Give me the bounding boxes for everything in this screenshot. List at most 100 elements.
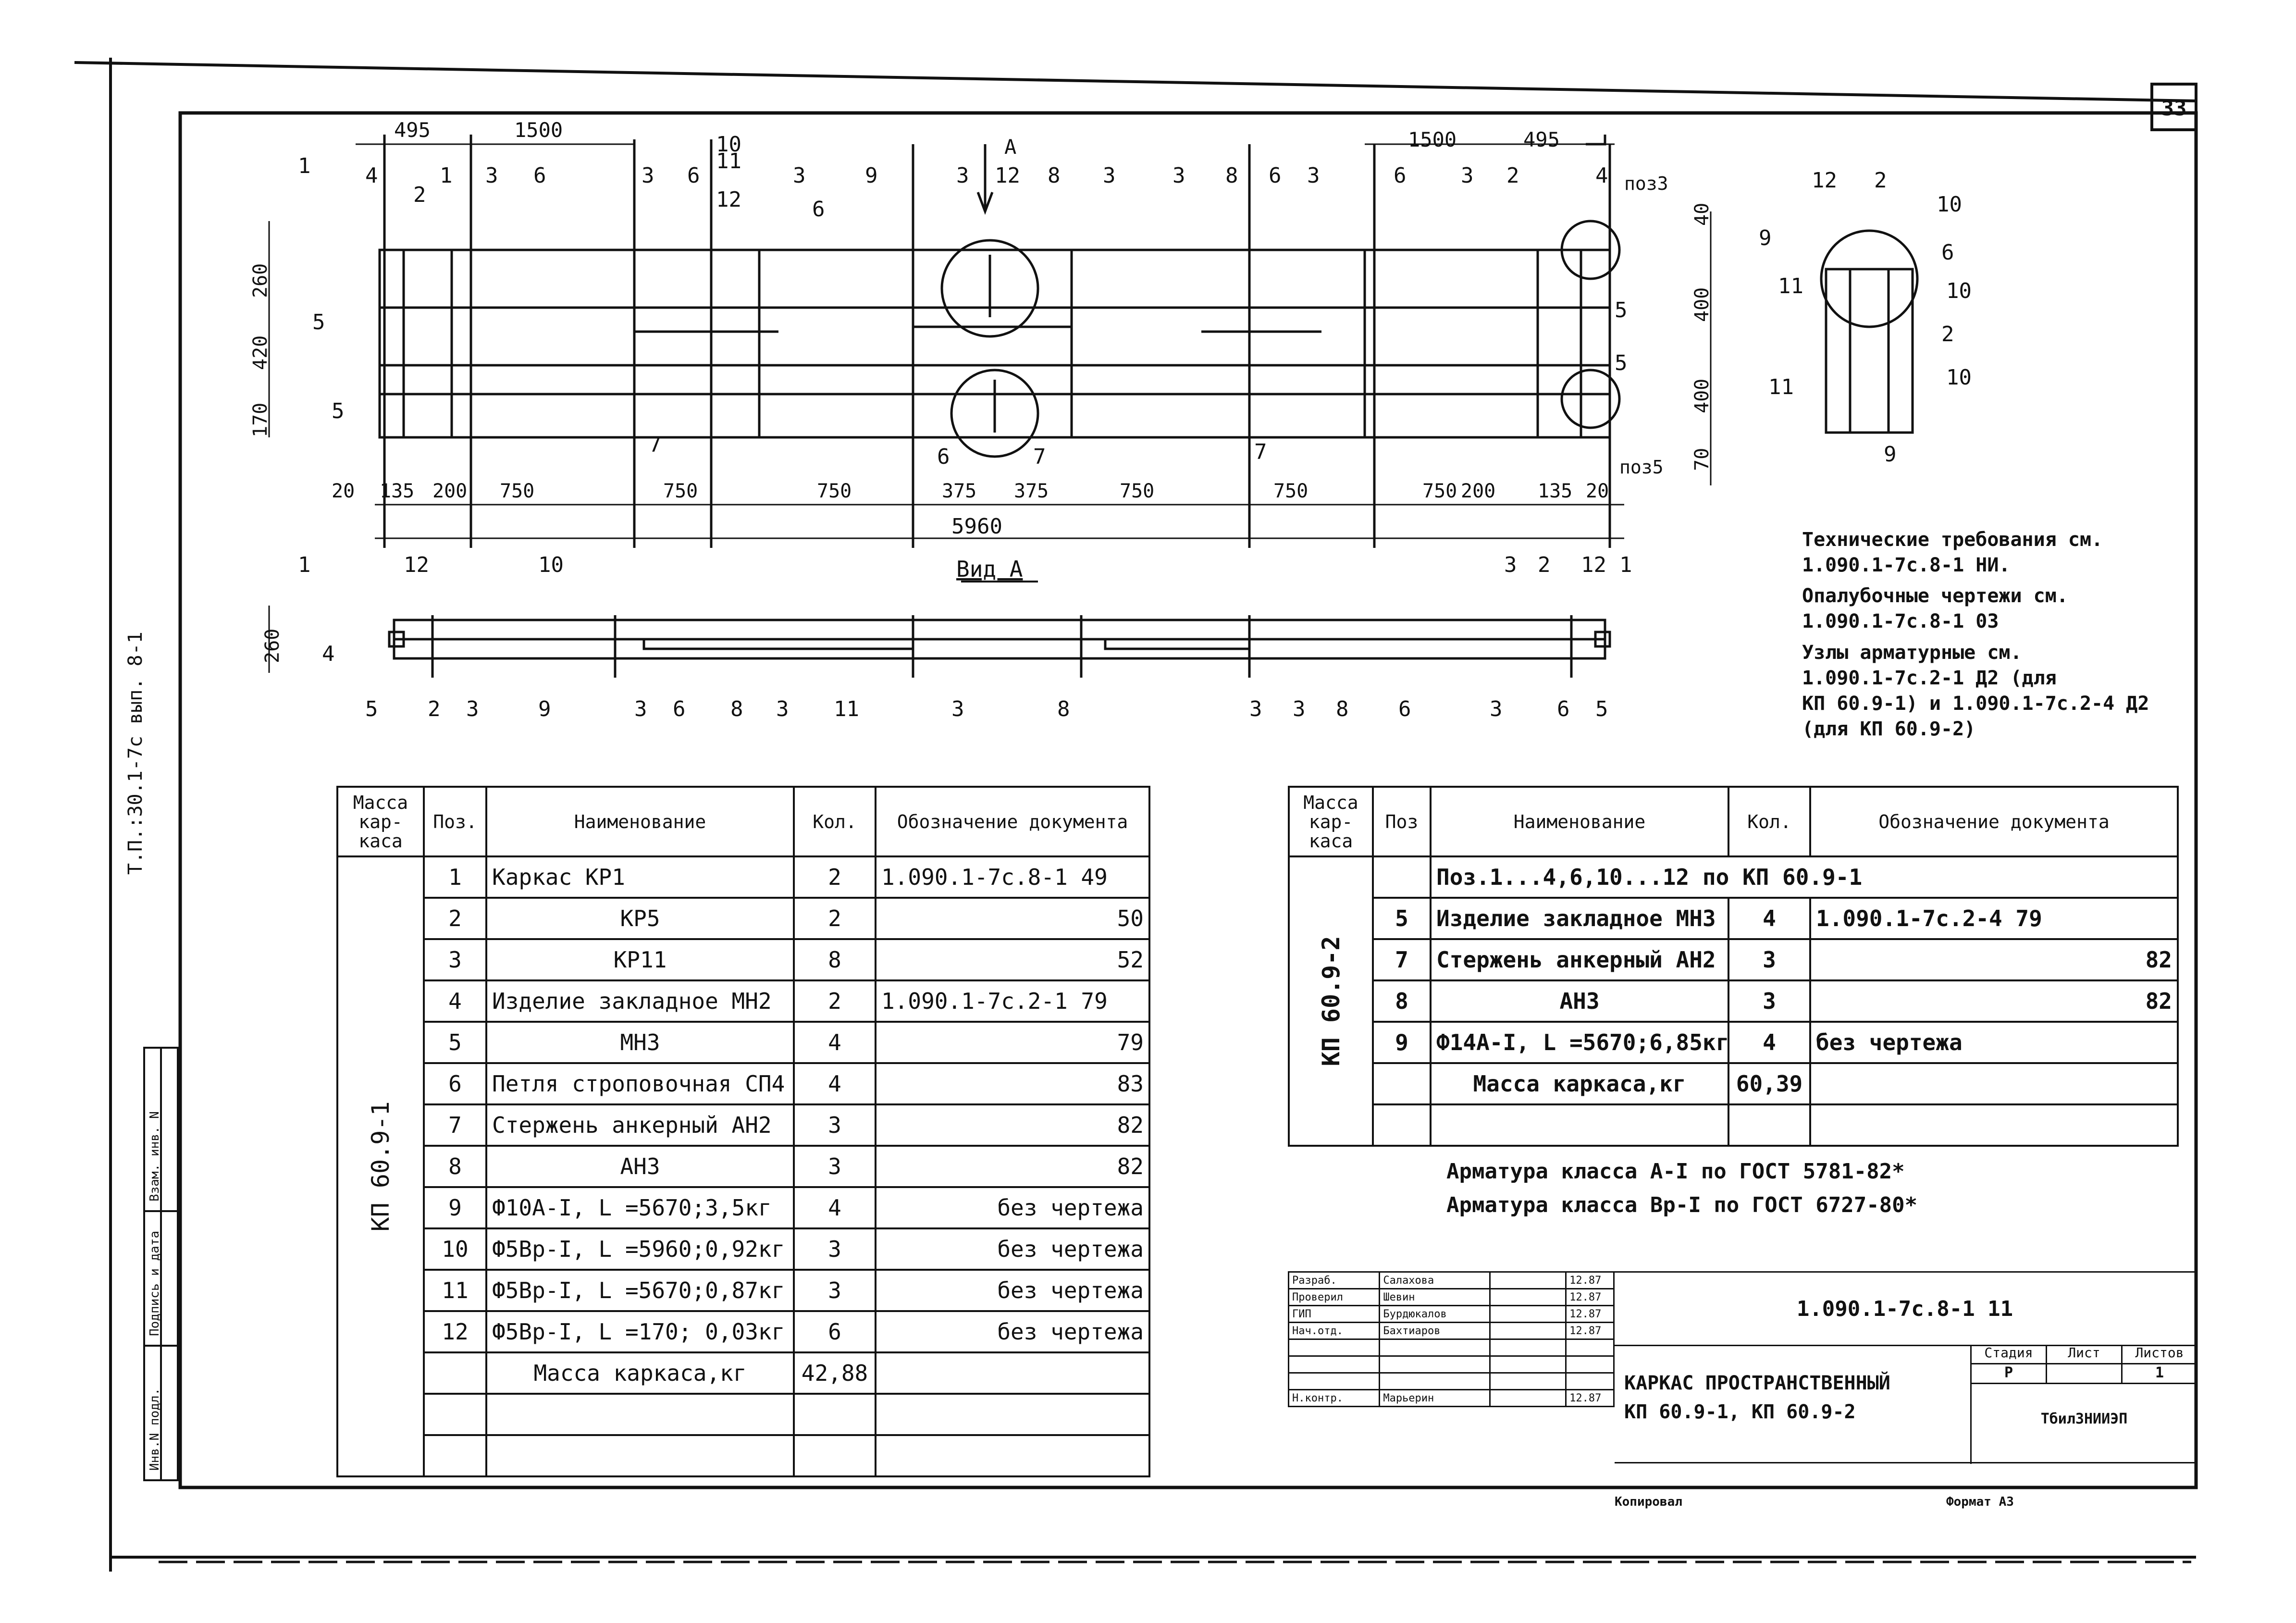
pos-cell: 9: [1372, 1021, 1432, 1064]
signature-cell: [1489, 1271, 1567, 1289]
pos-cell: 5: [1372, 897, 1432, 940]
doc-cell: без чертежа: [1809, 1021, 2179, 1064]
signature-row: [1287, 1338, 1615, 1357]
plan-pos-label: 5: [332, 399, 345, 423]
plan-right-dim-2: 400: [1691, 287, 1713, 322]
plan-pos-label: 12: [716, 187, 741, 212]
plan-left-dim-1: 260: [249, 263, 272, 298]
signature-cell: [1489, 1322, 1567, 1340]
plan-bottom-dim: 750: [1273, 480, 1308, 502]
plan-pos-label: 6: [687, 163, 700, 188]
stage-block: Стадия Лист Листов Р 1 ТбилЗНИИЭП: [1970, 1345, 2197, 1464]
document-code: 1.090.1-7с.8-1 11: [1615, 1273, 2195, 1346]
doc-cell: 79: [875, 1021, 1150, 1064]
view-a-pos-label: 5: [365, 697, 378, 721]
sheet-header: Лист: [2047, 1345, 2123, 1363]
name-cell: Изделие закладное МН2: [485, 979, 795, 1023]
qty-cell: 4: [1728, 1021, 1811, 1064]
mass-group-cell: КП 60.9-2: [1288, 855, 1374, 1147]
date-cell: [1565, 1355, 1615, 1374]
pos-cell: 8: [423, 1145, 487, 1188]
name-cell: [485, 1393, 795, 1436]
qty-cell: 3: [793, 1227, 876, 1271]
plan-pos-label: 7: [1033, 445, 1046, 469]
name-cell: [1379, 1372, 1491, 1390]
view-a-pos-label: 8: [1336, 697, 1349, 721]
view-a: [268, 581, 1611, 678]
plan-bottom-dim: 375: [1014, 480, 1049, 502]
pos-cell: 2: [423, 897, 487, 940]
plan-pos-label: 8: [1048, 163, 1061, 188]
doc-cell: 83: [875, 1062, 1150, 1105]
plan-pos-label: 11: [716, 149, 741, 173]
plan-pos-label: 4: [365, 163, 378, 188]
note-line-1: Технические требования см.: [1802, 529, 2103, 551]
col-header-doc: Обозначение документа: [875, 786, 1150, 857]
plan-pos-label: 5: [312, 310, 325, 335]
qty-cell: 4: [793, 1186, 876, 1229]
pos-cell: 4: [423, 979, 487, 1023]
footer-format: Формат А3: [1946, 1495, 2014, 1509]
detail-label: 12: [1812, 168, 1837, 193]
name-cell: [1379, 1355, 1491, 1374]
col-header-doc: Обозначение документа: [1809, 786, 2179, 857]
table-row: [337, 1393, 1150, 1436]
plan-pos-label: 3: [642, 163, 654, 188]
pos-cell: [423, 1434, 487, 1477]
note-line-4: 1.090.1-7с.8-1 03: [1802, 610, 1999, 632]
view-a-pos-label: 3: [634, 697, 647, 721]
plan-pos-label: 6: [1394, 163, 1407, 188]
name-cell: Петля строповочная СП4: [485, 1062, 795, 1105]
qty-cell: 4: [1728, 897, 1811, 940]
plan-top-dim-3: 1500: [1408, 128, 1457, 151]
plan-pos-label: 3: [485, 163, 498, 188]
qty-cell: 4: [793, 1062, 876, 1105]
qty-cell: 8: [793, 938, 876, 981]
pos-cell: 12: [423, 1310, 487, 1353]
table-row: [1289, 1103, 2179, 1147]
view-a-pos-label: 3: [776, 697, 789, 721]
sheet-value: [2047, 1364, 2123, 1383]
view-a-pos-label: 11: [834, 697, 859, 721]
sheet-number: 33: [2161, 96, 2187, 121]
pos-cell: 5: [423, 1021, 487, 1064]
name-cell: Ф14А-I, L =5670;6,85кг: [1430, 1021, 1729, 1064]
plan-left-dim-2: 420: [249, 335, 272, 370]
name-cell: Ф5Вр-I, L =170; 0,03кг: [485, 1310, 795, 1353]
detail-label: 2: [1941, 322, 1954, 347]
signature-row: [1287, 1372, 1615, 1390]
name-cell: Стержень анкерный АН2: [1430, 938, 1729, 981]
qty-cell: 2: [793, 979, 876, 1023]
document-title: КАРКАС ПРОСТРАНСТВЕННЫЙ КП 60.9-1, КП 60…: [1624, 1369, 1890, 1426]
spec-table-kp60-9-2: Масса кар-каса Поз Наименование Кол. Обо…: [1288, 786, 2179, 1147]
plan-arrow-label: A: [1004, 135, 1016, 159]
pos-cell: 6: [423, 1062, 487, 1105]
doc-cell: [1809, 1103, 2179, 1147]
plan-pos-label: 8: [1225, 163, 1238, 188]
detail-label: 11: [1768, 375, 1794, 399]
view-a-pos-label: 3: [1293, 697, 1306, 721]
section-detail: [1820, 229, 1919, 434]
role-cell: Проверил: [1287, 1288, 1381, 1306]
name-cell: Масса каркаса,кг: [485, 1351, 795, 1395]
pos-cell: [1372, 855, 1432, 899]
plan-view: [268, 135, 1712, 548]
document-title-line-2: КП 60.9-1, КП 60.9-2: [1624, 1401, 1856, 1423]
date-cell: 12.87: [1565, 1322, 1615, 1340]
signature-cell: [1489, 1338, 1567, 1357]
note-line-7: КП 60.9-1) и 1.090.1-7с.2-4 Д2: [1802, 693, 2149, 715]
